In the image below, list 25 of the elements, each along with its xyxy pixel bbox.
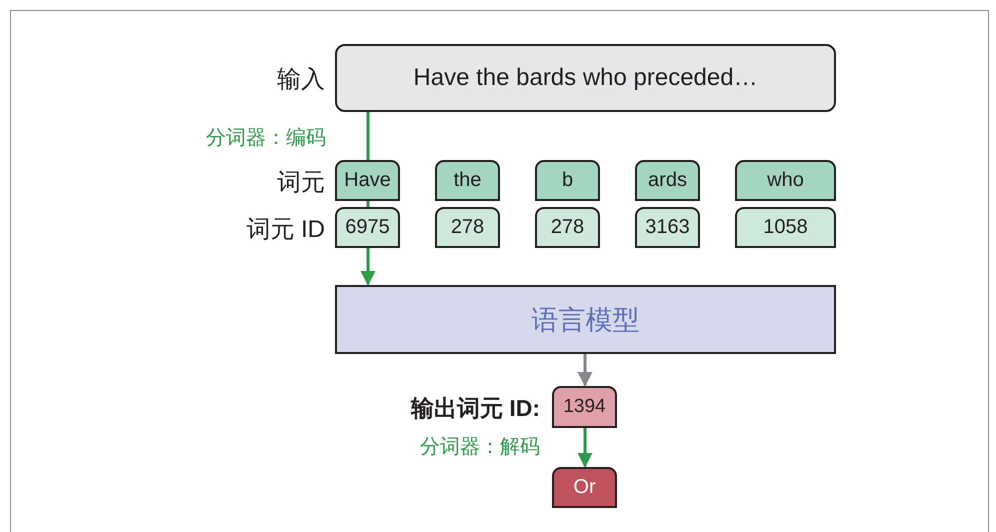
token-box: ards (635, 160, 700, 201)
language-model-box: 语言模型 (335, 285, 836, 354)
token-id-box: 278 (435, 207, 500, 248)
token-box: the (435, 160, 500, 201)
arrow (360, 248, 376, 286)
token-id-box: 278 (535, 207, 600, 248)
row-label: 词元 (277, 168, 325, 198)
token-id-box: 1058 (735, 207, 836, 248)
input-text-box: Have the bards who preceded… (335, 44, 836, 112)
row-label: 输出词元 ID: (410, 394, 540, 423)
token-box: who (735, 160, 836, 201)
row-label: 输入 (277, 65, 325, 96)
connector-line (366, 201, 370, 207)
connector-line (366, 112, 370, 160)
edge-label: 分词器：编码 (206, 126, 326, 151)
token-box: Have (335, 160, 400, 201)
row-label: 词元 ID (246, 215, 325, 246)
arrow (578, 428, 592, 468)
token-box: b (535, 160, 600, 201)
arrow (578, 354, 592, 387)
token-id-box: 6975 (335, 207, 400, 248)
edge-label: 分词器：解码 (420, 435, 540, 460)
output-token-id-box: 1394 (552, 386, 617, 428)
output-token-box: Or (552, 467, 617, 508)
token-id-box: 3163 (635, 207, 700, 248)
